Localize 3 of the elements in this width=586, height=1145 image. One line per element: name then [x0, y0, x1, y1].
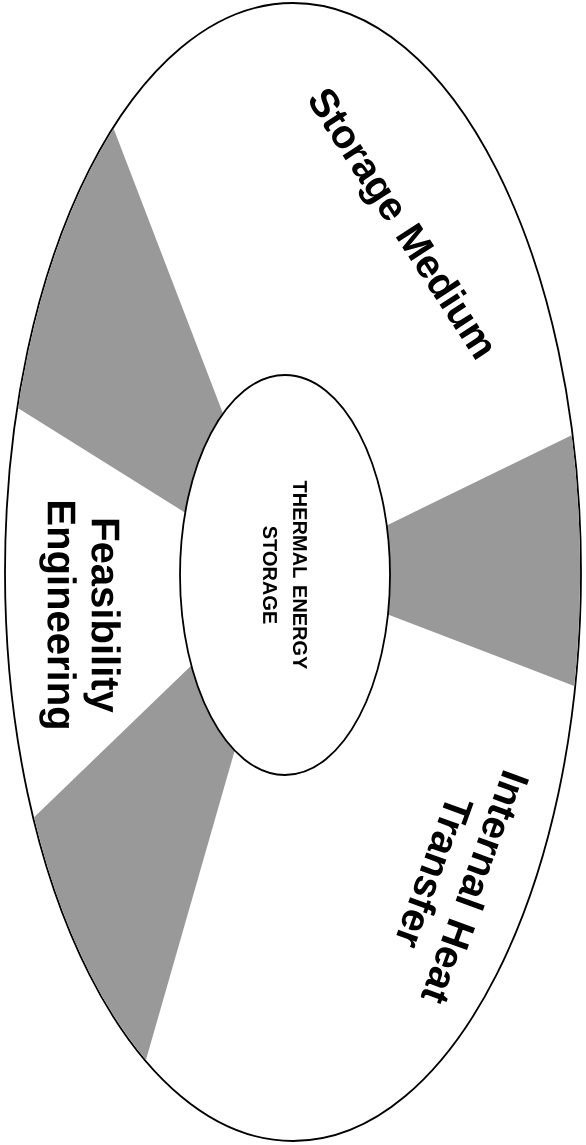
- ellipse: [4, 2, 582, 1142]
- shaded-sector: [386, 435, 580, 686]
- sector-label: Feasibility Engineering: [39, 502, 121, 728]
